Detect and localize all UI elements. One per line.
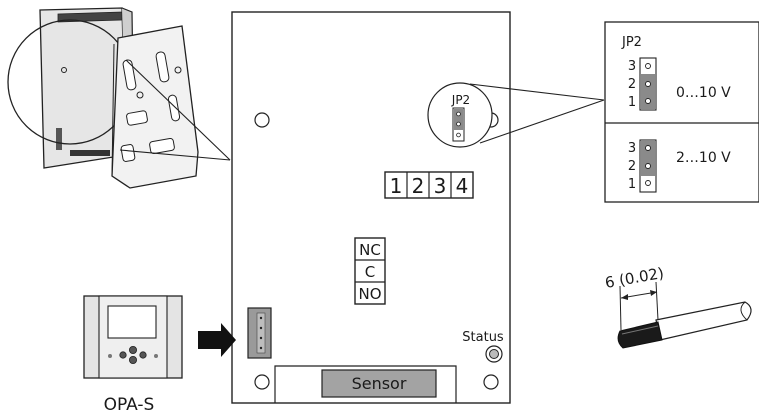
button-icon	[119, 351, 127, 359]
button-icon	[139, 351, 147, 359]
terminal-4: 4	[456, 174, 469, 198]
terminal-block: 1 2 3 4	[384, 171, 474, 199]
sensor-block	[321, 369, 437, 398]
pin-2-label: 2	[628, 77, 636, 92]
button-icon	[128, 355, 137, 364]
stripped-wire-illustration: 6 (0.02)	[604, 264, 752, 349]
range-2-10v: 2…10 V	[676, 150, 731, 166]
pin-3-label: 3	[628, 141, 636, 156]
range-0-10v: 0…10 V	[676, 85, 731, 101]
device-display	[107, 305, 157, 339]
status-led-icon	[485, 345, 503, 363]
relay-c-label: C	[365, 263, 375, 281]
terminal-3: 3	[434, 174, 447, 198]
pin-3-label: 3	[628, 59, 636, 74]
display-connector	[247, 307, 272, 359]
button-icon	[108, 354, 112, 358]
mounting-hole-icon	[254, 112, 270, 128]
jumper-jp2-detail: JP2	[427, 82, 493, 148]
jumper-label: JP2	[451, 93, 470, 107]
status-label: Status	[462, 330, 504, 345]
relay-nc-label: NC	[359, 241, 381, 259]
pin-1-label: 1	[628, 95, 636, 110]
mounting-frame-illustration	[7, 7, 231, 189]
jumper-setting-2-10v: 3 2 1 2…10 V	[628, 139, 731, 193]
jumper-setting-0-10v: 3 2 1 0…10 V	[628, 57, 731, 111]
jumper-settings-panel: JP2 3 2 1 0…10 V 3 2 1 2…10 V	[604, 21, 759, 203]
button-icon	[128, 345, 137, 354]
terminal-2: 2	[412, 174, 425, 198]
sensor-label: Sensor	[352, 374, 407, 393]
relay-contacts: NC C NO	[354, 237, 386, 305]
panel-title: JP2	[621, 35, 642, 50]
pin-2-label: 2	[628, 159, 636, 174]
button-icon	[154, 354, 158, 358]
mounting-hole-icon	[483, 374, 499, 390]
arrow-right-icon	[198, 323, 236, 357]
relay-no-label: NO	[358, 285, 381, 303]
opa-s-device	[83, 295, 183, 379]
circuit-board: JP2 1 2 3 4 NC C NO	[231, 11, 511, 404]
terminal-1: 1	[390, 174, 403, 198]
pin-1-label: 1	[628, 177, 636, 192]
mounting-hole-icon	[254, 374, 270, 390]
device-model-label: OPA-S	[104, 395, 155, 415]
